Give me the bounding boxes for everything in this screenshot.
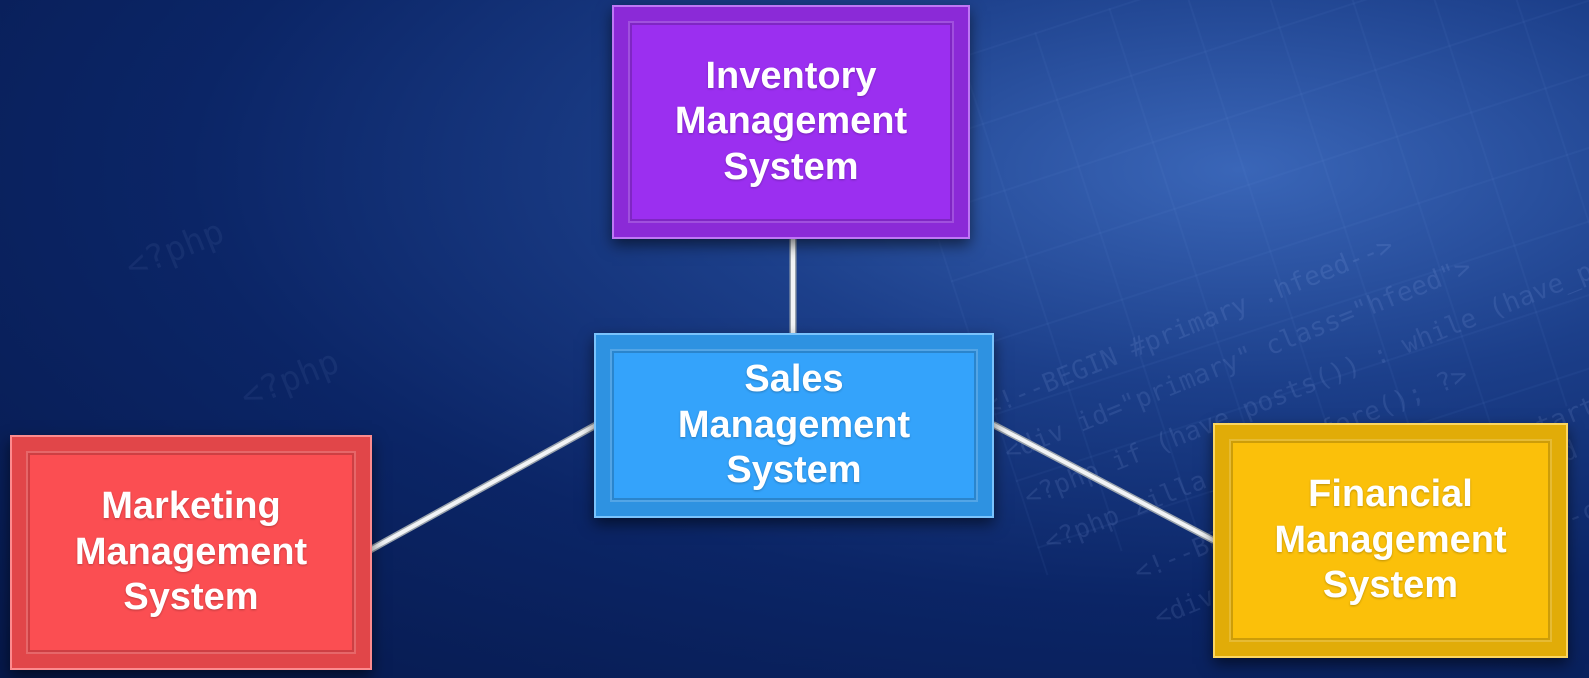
node-inner-frame bbox=[612, 351, 976, 500]
inventory-management-label: Inventory Management System bbox=[674, 54, 908, 188]
financial-management-label: Financial Management System bbox=[1274, 473, 1507, 607]
connector-sales-financial bbox=[992, 423, 1215, 542]
sales-management-label: Sales Management System bbox=[677, 358, 911, 492]
connector-sales-marketing bbox=[368, 423, 598, 552]
marketing-management-label: Marketing Management System bbox=[74, 485, 308, 619]
node-inner-frame bbox=[630, 23, 952, 221]
financial-management-node: Financial Management System bbox=[1213, 423, 1568, 658]
marketing-management-node: Marketing Management System bbox=[10, 435, 372, 670]
sales-management-node: Sales Management System bbox=[594, 333, 994, 518]
inventory-management-node: Inventory Management System bbox=[612, 5, 970, 239]
connectors bbox=[368, 237, 1215, 552]
node-inner-frame bbox=[1231, 441, 1550, 640]
node-inner-frame bbox=[28, 453, 354, 652]
